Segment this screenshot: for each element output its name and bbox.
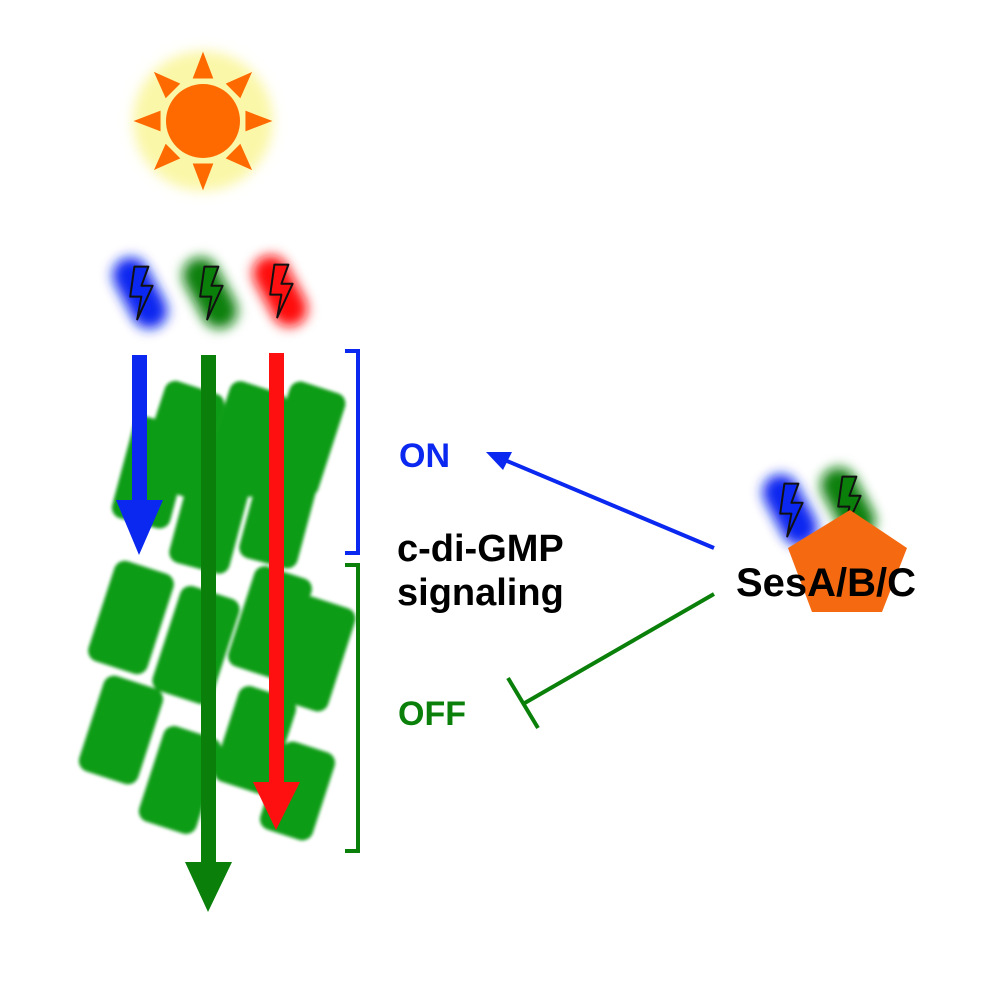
ses-sensor-protein bbox=[762, 467, 907, 612]
green-light-arrow-shaft bbox=[201, 355, 216, 875]
sun-ray bbox=[225, 143, 253, 171]
activation-arrow bbox=[499, 456, 715, 550]
lightning-bolt-icon bbox=[129, 265, 154, 321]
blue-light-arrowhead bbox=[116, 500, 163, 555]
red-light-arrow-shaft bbox=[269, 353, 284, 796]
signaling-label: c-di-GMP signaling bbox=[397, 527, 564, 615]
lightning-bolt-icon bbox=[199, 265, 224, 321]
inhibition-line bbox=[522, 592, 715, 706]
sun-ray bbox=[153, 143, 181, 171]
cell bbox=[152, 585, 240, 705]
on-label: ON bbox=[399, 437, 450, 475]
sun-ray bbox=[192, 163, 214, 191]
inhibition-bar bbox=[506, 676, 540, 730]
sensor-pentagon bbox=[788, 510, 907, 612]
cyanobacteria-cells bbox=[78, 380, 356, 841]
off-label: OFF bbox=[398, 695, 466, 733]
light-penetration-arrows bbox=[116, 353, 300, 912]
signaling-line-2: signaling bbox=[397, 572, 564, 614]
sun-ray bbox=[153, 71, 181, 99]
sun-ray bbox=[225, 71, 253, 99]
sun-icon bbox=[133, 51, 273, 191]
lightning-bolt-icon bbox=[269, 263, 294, 319]
sun-ray bbox=[245, 110, 273, 132]
on-zone-bracket bbox=[345, 349, 360, 555]
cell bbox=[138, 726, 222, 834]
sun-ray bbox=[133, 110, 161, 132]
blue-light-arrow-shaft bbox=[132, 355, 147, 510]
green-light-arrowhead bbox=[185, 862, 232, 912]
sensor-label: SesA/B/C bbox=[736, 561, 917, 605]
light-packets bbox=[112, 255, 308, 329]
cell bbox=[88, 560, 174, 675]
cell bbox=[272, 596, 356, 712]
activation-arrowhead bbox=[486, 452, 512, 470]
sun-ray bbox=[192, 51, 214, 79]
lightning-bolt-icon bbox=[779, 482, 804, 538]
cell bbox=[78, 675, 164, 785]
red-light-arrowhead bbox=[253, 782, 300, 830]
signaling-line-1: c-di-GMP bbox=[397, 528, 564, 570]
off-zone-bracket bbox=[345, 563, 360, 853]
